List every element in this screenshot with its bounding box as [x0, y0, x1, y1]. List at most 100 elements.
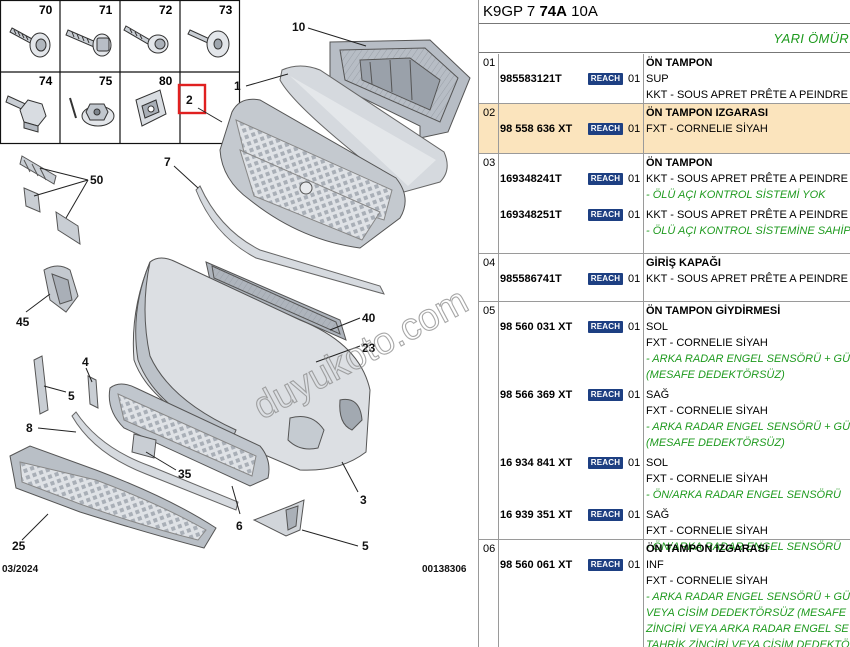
column-divider	[498, 154, 499, 253]
part-note: ZİNCİRİ VEYA ARKA RADAR ENGEL SE	[646, 623, 849, 635]
part-number[interactable]: 98 558 636 XT	[500, 123, 573, 135]
part-description: FXT - CORNELIE SİYAH	[646, 123, 768, 135]
part-number[interactable]: 98 566 369 XT	[500, 389, 573, 401]
quantity: 01	[628, 123, 641, 135]
column-divider	[498, 540, 499, 647]
parts-group[interactable]: 05 ÖN TAMPON GİYDİRMESİ 98 560 031 XT REACH…	[479, 302, 850, 553]
column-divider	[643, 154, 644, 253]
fastener-80-icon	[135, 89, 167, 127]
callout-45[interactable]: 45	[16, 315, 30, 329]
group-position: 05	[483, 305, 496, 317]
group-title: GİRİŞ KAPAĞI	[646, 257, 721, 269]
part-description: FXT - CORNELIE SİYAH	[646, 525, 768, 537]
drawing-number: 00138306	[422, 564, 467, 575]
callout-7[interactable]: 7	[164, 155, 171, 169]
thumb-label-70: 70	[39, 3, 53, 17]
life-label[interactable]: YARI ÖMÜR	[773, 31, 849, 46]
group-position: 01	[483, 57, 496, 69]
part-description: FXT - CORNELIE SİYAH	[646, 473, 768, 485]
group-position: 06	[483, 543, 496, 555]
callout-25[interactable]: 25	[12, 539, 26, 553]
fastener-73-icon	[187, 29, 230, 58]
reach-badge: REACH	[588, 209, 623, 221]
quantity: 01	[628, 73, 641, 85]
part-1-top-trim	[279, 65, 448, 193]
callout-4[interactable]: 4	[82, 355, 89, 369]
callout-3[interactable]: 3	[360, 493, 367, 507]
group-title: ÖN TAMPON	[646, 157, 713, 169]
fastener-72-icon	[123, 25, 169, 54]
part-description: SAĞ	[646, 389, 670, 401]
callout-23[interactable]: 23	[362, 341, 376, 355]
group-title: ÖN TAMPON IZGARASI	[646, 107, 769, 119]
thumb-label-75: 75	[99, 74, 113, 88]
highlight-box-2	[177, 83, 207, 115]
reach-badge: REACH	[588, 457, 623, 469]
part-number[interactable]: 985583121T	[500, 73, 562, 85]
part-description: KKT - SOUS APRET PRÊTE A PEINDRE	[646, 209, 848, 221]
group-title: ÖN TAMPON GİYDİRMESİ	[646, 305, 781, 317]
header-prefix: K9GP 7	[483, 3, 540, 20]
part-note: TAHRİK ZİNCİRİ VEYA CİSİM DEDEKTÖ	[646, 639, 850, 647]
column-divider	[643, 104, 644, 153]
group-position: 03	[483, 157, 496, 169]
part-description: FXT - CORNELIE SİYAH	[646, 405, 768, 417]
column-divider	[643, 540, 644, 647]
header-suffix: 10A	[566, 3, 598, 20]
part-description: FXT - CORNELIE SİYAH	[646, 337, 768, 349]
part-4-cover	[87, 375, 99, 409]
part-number[interactable]: 16 934 841 XT	[500, 457, 573, 469]
callout-5-right[interactable]: 5	[362, 539, 369, 553]
callout-50[interactable]: 50	[90, 173, 104, 187]
reach-badge: REACH	[588, 173, 623, 185]
leader-lines	[21, 27, 367, 547]
part-description: SAĞ	[646, 509, 670, 521]
part-5-right-garnish	[252, 499, 305, 537]
quantity: 01	[628, 457, 641, 469]
life-filter-row: YARI ÖMÜR	[479, 24, 850, 53]
part-description: FXT - CORNELIE SİYAH	[646, 575, 768, 587]
group-title: ÖN TAMPON IZGARASI	[646, 543, 769, 555]
callout-8[interactable]: 8	[26, 421, 33, 435]
column-divider	[498, 54, 499, 103]
part-note: - ARKA RADAR ENGEL SENSÖRÜ + GÜ	[646, 591, 850, 603]
part-description: KKT - SOUS APRET PRÊTE A PEINDRE	[646, 273, 848, 285]
callout-10[interactable]: 10	[292, 20, 306, 34]
callout-2[interactable]: 2	[186, 93, 193, 107]
part-number[interactable]: 169348241T	[500, 173, 562, 185]
part-number[interactable]: 16 939 351 XT	[500, 509, 573, 521]
callout-35[interactable]: 35	[178, 467, 192, 481]
callout-5-left[interactable]: 5	[68, 389, 75, 403]
group-title: ÖN TAMPON	[646, 57, 713, 69]
part-50-brackets	[19, 155, 81, 245]
diagram-canvas: 70 71 72 73 74 75 80	[0, 0, 476, 575]
quantity: 01	[628, 273, 641, 285]
reach-badge: REACH	[588, 321, 623, 333]
part-number[interactable]: 169348251T	[500, 209, 562, 221]
fastener-74-icon	[5, 95, 47, 133]
part-number[interactable]: 985586741T	[500, 273, 562, 285]
callout-40[interactable]: 40	[362, 311, 376, 325]
part-40-reinforcement-beam	[205, 261, 347, 341]
quantity: 01	[628, 509, 641, 521]
part-2-main-grille	[219, 98, 406, 249]
part-description: KKT - SOUS APRET PRÊTE A PEINDRE	[646, 89, 848, 101]
header-bold-code: 74A	[539, 3, 567, 20]
thumb-label-72: 72	[159, 3, 173, 17]
part-5-left-garnish	[33, 355, 49, 415]
part-number[interactable]: 98 560 031 XT	[500, 321, 573, 333]
reach-badge: REACH	[588, 559, 623, 571]
callout-6[interactable]: 6	[236, 519, 243, 533]
part-number[interactable]: 98 560 061 XT	[500, 559, 573, 571]
reach-badge: REACH	[588, 389, 623, 401]
fastener-70-icon	[9, 27, 51, 58]
fastener-thumbnail-grid: 70 71 72 73 74 75 80	[0, 0, 241, 145]
part-description: SOL	[646, 321, 669, 333]
part-description: SOL	[646, 457, 669, 469]
callout-1[interactable]: 1	[234, 79, 241, 93]
